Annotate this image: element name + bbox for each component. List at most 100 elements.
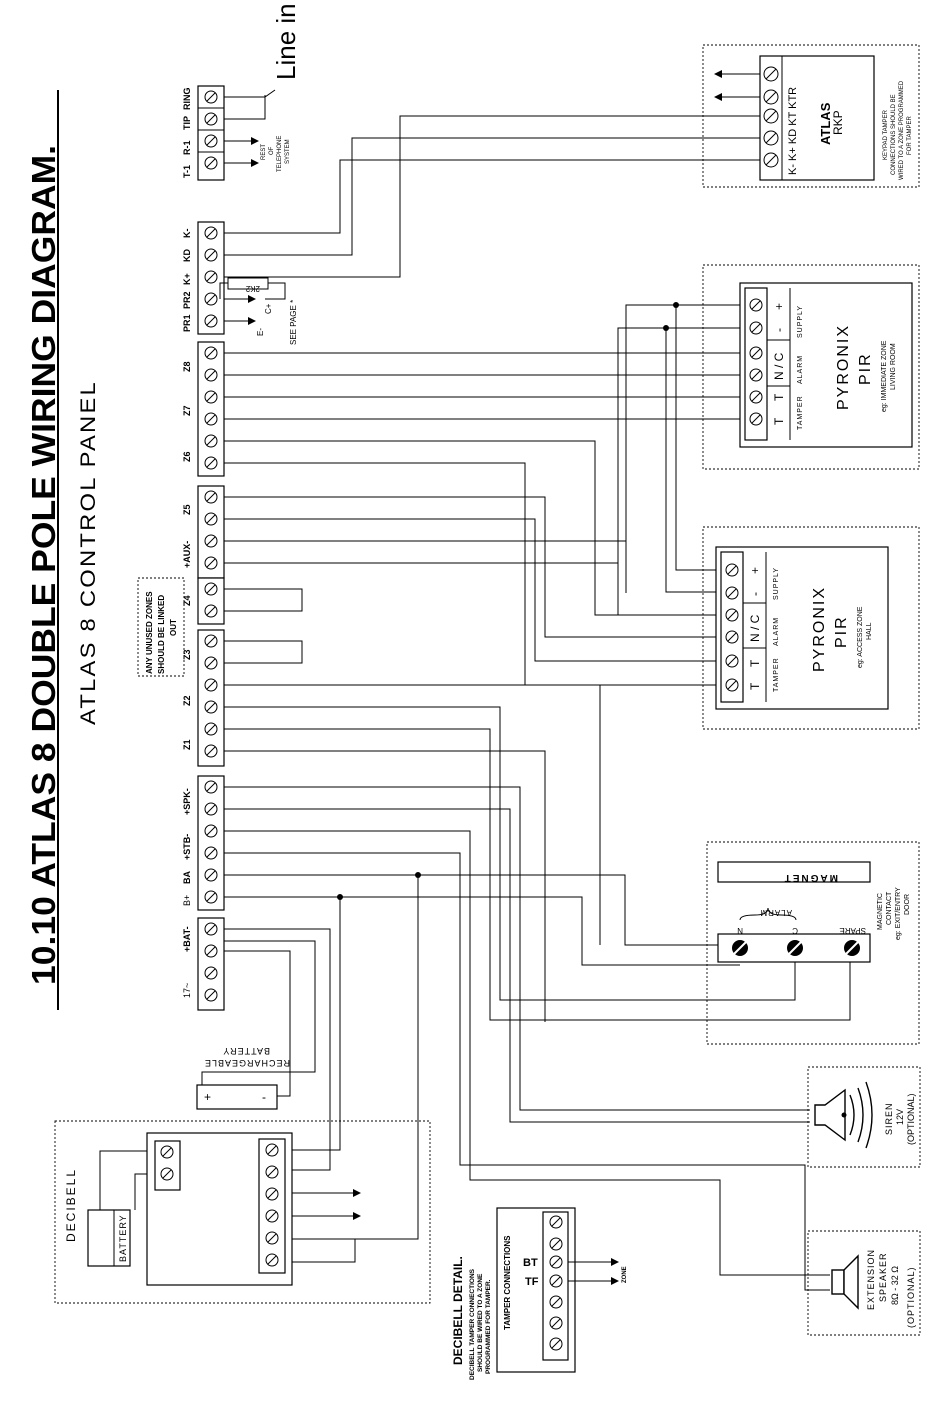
pr-label-c: C+ bbox=[264, 303, 273, 314]
speaker-label-2: SPEAKER bbox=[878, 1252, 888, 1302]
rechargeable-battery: RECHARGEABLE BATTERY + - bbox=[196, 1046, 290, 1110]
decibell-term-bt: BT bbox=[523, 1257, 538, 1269]
decibell-unit: DECIBELL BATTERY bbox=[54, 1120, 431, 1304]
decibell-dashed-box bbox=[54, 1120, 431, 1304]
rb-label-1: RECHARGEABLE bbox=[204, 1058, 290, 1068]
tel-term-t1: T-1 bbox=[182, 165, 192, 178]
pir1-term-t1: T bbox=[772, 417, 786, 425]
magnet-label: MAGNET bbox=[783, 872, 838, 883]
pir2-term-nc: N / C bbox=[748, 614, 762, 642]
zone-label-z2: Z2 bbox=[182, 695, 192, 706]
pir1-group-alarm: ALARM bbox=[797, 355, 804, 384]
keypad-model: RKP bbox=[831, 110, 845, 135]
siren: SIREN 12V (OPTIONAL) bbox=[807, 1066, 921, 1168]
pir1-group-supply: SUPPLY bbox=[797, 305, 804, 338]
bat-term-17ac: 17~ bbox=[182, 983, 192, 998]
decibell-detail-note-1: DECIBELL TAMPER CONNECTIONS bbox=[469, 1268, 476, 1380]
zone-label-z7: Z7 bbox=[182, 405, 192, 416]
rb-plus: + bbox=[204, 1090, 211, 1104]
pir2-screws bbox=[725, 563, 739, 692]
zone-block-z6-z8-screws bbox=[204, 346, 218, 470]
bell-terminal-screws bbox=[204, 780, 218, 904]
magnetic-contact: MAGNET ALARM N C SPARE MAGNETIC CONTACT … bbox=[706, 841, 920, 1045]
pir2-term-minus: - bbox=[748, 592, 762, 596]
siren-dashed-box bbox=[807, 1066, 921, 1168]
svg-text:DOOR: DOOR bbox=[904, 894, 911, 915]
bat-term-bat: +BAT- bbox=[182, 926, 192, 952]
keypad-rkp: K- K+ KD KT KTR ATLAS RKP KEYPAD TAMPER … bbox=[702, 44, 920, 188]
pir2-term-plus: + bbox=[748, 567, 762, 574]
bell-terminal-block bbox=[197, 775, 225, 911]
bell-term-spk: +SPK- bbox=[182, 788, 192, 815]
zone-block-z6-z8 bbox=[197, 341, 225, 477]
title-block: 10.10 ATLAS 8 DOUBLE POLE WIRING DIAGRAM… bbox=[25, 3, 301, 1010]
siren-label-1: SIREN bbox=[884, 1102, 894, 1135]
rb-label-2: BATTERY bbox=[222, 1046, 270, 1056]
magnet-term-c: C bbox=[792, 926, 798, 935]
z4-screws bbox=[204, 582, 218, 618]
svg-text:SYSTEM: SYSTEM bbox=[285, 139, 291, 164]
magnet-screws bbox=[732, 940, 860, 956]
decibell-zone-label: ZONE bbox=[622, 1266, 628, 1283]
siren-label-3: (OPTIONAL) bbox=[906, 1093, 916, 1145]
svg-text:CONTACT: CONTACT bbox=[886, 891, 893, 925]
decibell-detail-title: DECIBELL DETAIL. bbox=[451, 1256, 465, 1365]
pir2-dashed-box bbox=[702, 526, 920, 730]
svg-text:OF: OF bbox=[269, 146, 275, 155]
see-page-note: SEE PAGE * bbox=[289, 300, 298, 345]
pir1-group-tamper: TAMPER bbox=[797, 395, 804, 430]
pir2-term-t2: T bbox=[748, 659, 762, 667]
kp-term-pr2: PR2 bbox=[182, 291, 192, 309]
pir1-dashed-box bbox=[702, 264, 920, 470]
magnet-description: MAGNETIC CONTACT eg: EXIT/ENTRY DOOR bbox=[877, 887, 911, 940]
pir-sensor-living-room: T T N / C - + TAMPER ALARM SUPPLY PYRONI… bbox=[702, 264, 920, 470]
magnet-alarm-brace bbox=[739, 907, 797, 921]
kp-term-kplus: K+ bbox=[182, 273, 192, 285]
keypad-screws bbox=[204, 226, 218, 328]
decibell-detail-screws bbox=[549, 1215, 563, 1351]
telephone-note: REST OF TELEPHONE SYSTEM bbox=[261, 136, 291, 172]
decibell-detail-note-3: PROGRAMMED FOR TAMPER. bbox=[485, 1279, 492, 1374]
aux-z5-screws bbox=[204, 490, 218, 570]
pir2-unit bbox=[715, 546, 889, 710]
telephone-screws bbox=[198, 90, 224, 170]
bell-term-stb: +STB- bbox=[182, 834, 192, 860]
pir1-screws bbox=[749, 298, 763, 426]
svg-text:REST: REST bbox=[261, 144, 267, 160]
magnet-dashed-box bbox=[706, 841, 920, 1045]
svg-text:TELEPHONE: TELEPHONE bbox=[277, 136, 283, 172]
pir2-brand: PYRONIX bbox=[811, 586, 828, 672]
decibell-label: DECIBELL bbox=[64, 1168, 78, 1242]
keypad-dashed-box bbox=[702, 44, 920, 188]
decibell-detail-note-2: SHOULD BE WIRED TO A ZONE bbox=[477, 1273, 484, 1372]
zone-label-z3: Z3 bbox=[182, 649, 192, 660]
pir2-group-alarm: ALARM bbox=[773, 617, 780, 646]
keypad-terminal-labels: K- K+ KD KT KTR bbox=[787, 87, 799, 175]
unused-note-line1: ANY UNUSED ZONES bbox=[145, 591, 154, 674]
pir2-group-supply: SUPPLY bbox=[773, 567, 780, 600]
kp-term-kd: KD bbox=[182, 249, 192, 262]
decibell-detail: DECIBELL DETAIL. DECIBELL TAMPER CONNECT… bbox=[451, 1207, 628, 1380]
magnet-alarm-label: ALARM bbox=[759, 908, 792, 917]
battery-terminal-screws bbox=[204, 922, 218, 1002]
pir1-term-nc: N / C bbox=[772, 352, 786, 380]
kp-term-pr1: PR1 bbox=[182, 314, 192, 332]
pir1-unit bbox=[739, 282, 913, 448]
speaker-label-3: 8Ω - 32 Ω bbox=[890, 1266, 900, 1305]
extension-speaker: EXTENSION SPEAKER 8Ω - 32 Ω (OPTIONAL) bbox=[807, 1230, 921, 1336]
zone-label-z5: Z5 bbox=[182, 504, 192, 515]
aux-label: +AUX- bbox=[182, 541, 192, 568]
speaker-icon bbox=[831, 1254, 859, 1310]
zone-label-z1: Z1 bbox=[182, 739, 192, 750]
tel-term-ring: RING bbox=[182, 88, 192, 111]
pir2-type: PIR bbox=[833, 615, 850, 648]
svg-text:CONNECTIONS SHOULD BE: CONNECTIONS SHOULD BE bbox=[891, 94, 897, 175]
unused-note-line2: SHOULD BE LINKED bbox=[157, 595, 166, 674]
pr-label-e: E- bbox=[256, 328, 265, 336]
pir1-example-1: eg: IMMEDIATE ZONE bbox=[881, 340, 888, 412]
speaker-label-1: EXTENSION bbox=[866, 1249, 876, 1310]
pir2-term-t1: T bbox=[748, 682, 762, 690]
svg-text:WIRED TO A ZONE PROGRAMMED: WIRED TO A ZONE PROGRAMMED bbox=[899, 80, 905, 180]
magnet-term-spare: SPARE bbox=[839, 926, 866, 935]
tel-term-tip: TIP bbox=[182, 116, 192, 130]
